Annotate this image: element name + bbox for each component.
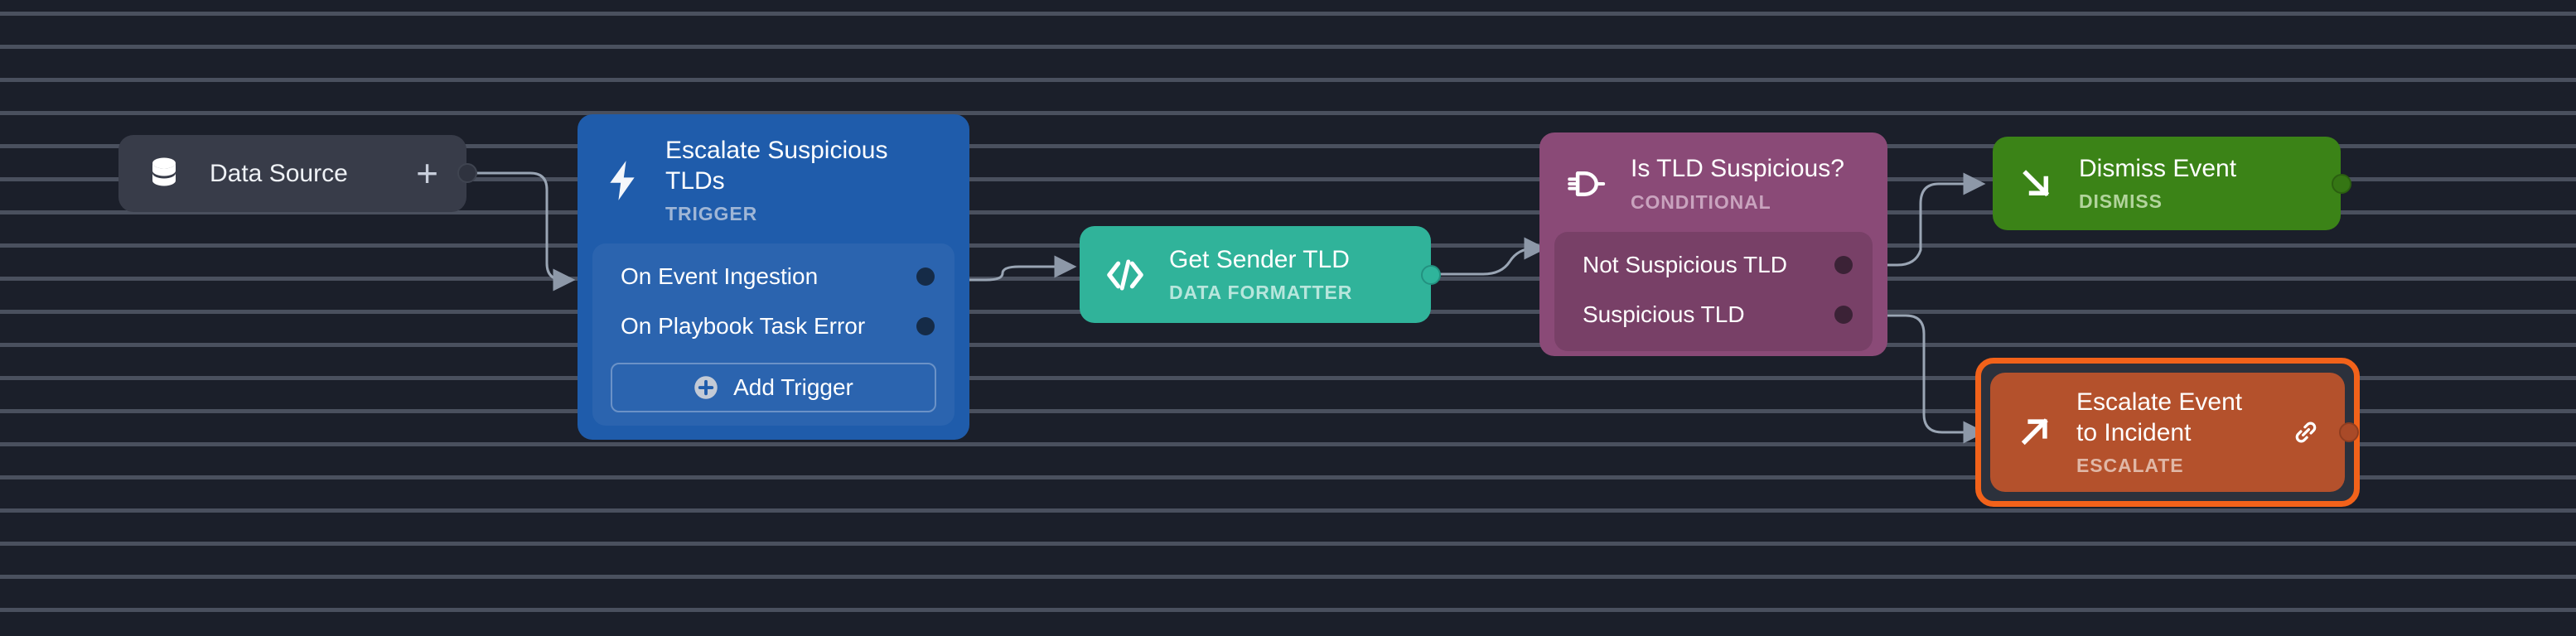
port-connector-dot[interactable] <box>1834 255 1853 274</box>
canvas-grid <box>0 0 249 124</box>
plus-circle-icon <box>694 375 718 400</box>
database-icon <box>148 157 180 191</box>
port-label: Not Suspicious TLD <box>1583 251 1787 277</box>
formatter-output-port[interactable] <box>1421 265 1441 285</box>
dismiss-title: Dismiss Event <box>2079 154 2237 182</box>
trigger-ports-panel: On Event Ingestion On Playbook Task Erro… <box>592 243 955 426</box>
conditional-port-suspicious-tld[interactable]: Suspicious TLD <box>1554 290 1873 340</box>
formatter-subtitle: DATA FORMATTER <box>1169 282 1353 304</box>
trigger-port-on-event-ingestion[interactable]: On Event Ingestion <box>592 252 955 301</box>
edge-datasource-to-trigger <box>467 171 576 292</box>
lightning-bolt-icon <box>604 159 640 202</box>
node-data-formatter-get-sender-tld[interactable]: Get Sender TLD DATA FORMATTER <box>1080 226 1431 323</box>
data-source-output-port[interactable] <box>457 163 477 183</box>
add-trigger-label: Add Trigger <box>733 374 853 401</box>
escalate-subtitle: ESCALATE <box>2076 455 2184 477</box>
port-label: Suspicious TLD <box>1583 301 1745 327</box>
selection-outline: Escalate Event to Incident ESCALATE <box>1975 358 2360 507</box>
arrow-up-right-icon <box>2017 415 2052 450</box>
port-label: On Event Ingestion <box>621 263 819 290</box>
link-icon[interactable] <box>2275 418 2320 446</box>
trigger-port-on-playbook-task-error[interactable]: On Playbook Task Error <box>592 301 955 351</box>
port-connector-dot[interactable] <box>1834 305 1853 324</box>
escalate-title: Escalate Event to Incident <box>2076 388 2243 446</box>
trigger-title: Escalate Suspicious TLDs <box>665 137 888 195</box>
add-trigger-button[interactable]: Add Trigger <box>611 363 936 413</box>
logic-gate-icon <box>1566 168 1606 200</box>
conditional-title: Is TLD Suspicious? <box>1631 155 1844 182</box>
plus-icon[interactable]: + <box>416 152 438 195</box>
escalate-output-port[interactable] <box>2339 422 2359 442</box>
node-dismiss-event[interactable]: Dismiss Event DISMISS <box>1993 137 2341 230</box>
formatter-title: Get Sender TLD <box>1169 245 1350 273</box>
conditional-subtitle: CONDITIONAL <box>1631 190 1771 213</box>
code-brackets-icon <box>1106 258 1144 292</box>
arrow-down-right-icon <box>2019 166 2054 201</box>
dismiss-output-port[interactable] <box>2332 174 2351 194</box>
port-connector-dot[interactable] <box>916 267 935 287</box>
node-trigger-escalate-suspicious-tlds[interactable]: Escalate Suspicious TLDs TRIGGER On Even… <box>578 114 969 440</box>
port-connector-dot[interactable] <box>916 317 935 336</box>
node-conditional-is-tld-suspicious[interactable]: Is TLD Suspicious? CONDITIONAL Not Suspi… <box>1539 132 1887 356</box>
dismiss-subtitle: DISMISS <box>2079 190 2163 213</box>
data-source-label: Data Source <box>210 159 348 187</box>
conditional-ports-panel: Not Suspicious TLD Suspicious TLD <box>1554 231 1873 351</box>
node-data-source[interactable]: Data Source + <box>118 135 466 212</box>
conditional-port-not-suspicious-tld[interactable]: Not Suspicious TLD <box>1554 240 1873 290</box>
trigger-subtitle: TRIGGER <box>665 203 758 225</box>
edge-formatter-to-conditional <box>1429 237 1547 276</box>
port-label: On Playbook Task Error <box>621 313 866 340</box>
node-escalate-event-to-incident[interactable]: Escalate Event to Incident ESCALATE <box>1975 358 2360 507</box>
